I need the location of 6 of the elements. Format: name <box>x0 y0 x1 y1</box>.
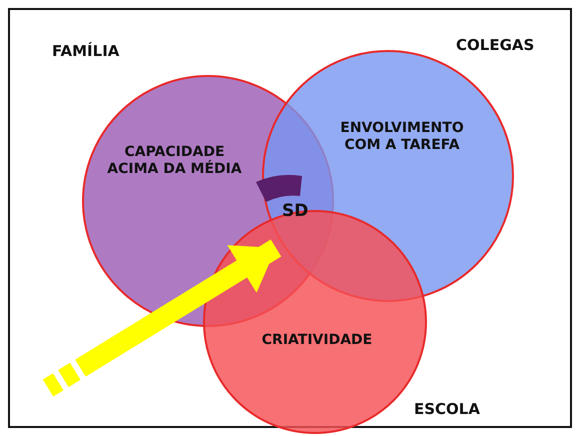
region-label: COLEGAS <box>456 36 534 54</box>
circle-label: CAPACIDADE ACIMA DA MÉDIA <box>107 144 242 178</box>
circle-label: CRIATIVIDADE <box>260 332 374 349</box>
region-label: FAMÍLIA <box>52 42 120 60</box>
circle-label: ENVOLVIMENTO COM A TAREFA <box>339 120 465 154</box>
region-label: ESCOLA <box>414 400 480 418</box>
